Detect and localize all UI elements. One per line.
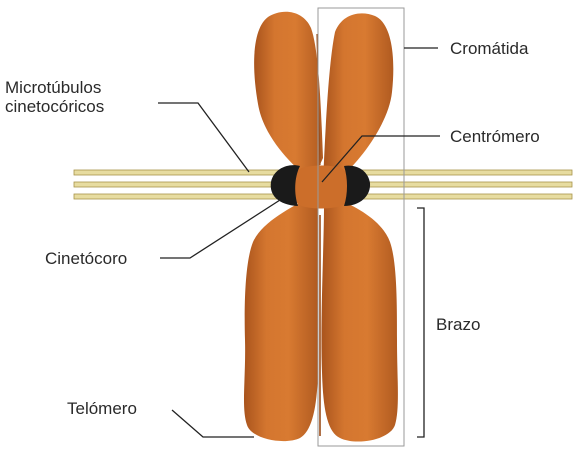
label-microtubules-line1: Microtúbulos [5,78,101,97]
microtubules-right [350,170,572,199]
microtubule-right-3 [350,194,572,199]
centromere [292,166,350,209]
label-centromere: Centrómero [450,127,540,146]
microtubule-left-1 [74,170,284,175]
chromatid-right-upper [323,13,393,182]
telomere-leader [172,410,254,437]
microtubule-right-1 [350,170,572,175]
label-microtubules-line2: cinetocóricos [5,97,104,116]
chromatid-left-upper [254,12,323,182]
microtubule-left-3 [74,194,284,199]
microtubule-right-2 [350,182,572,187]
chromatid-left-lower [244,196,318,441]
label-telomere: Telómero [67,399,137,418]
label-arm: Brazo [436,315,480,334]
label-chromatid: Cromátida [450,39,529,58]
label-kinetochore: Cinetócoro [45,249,127,268]
arm-bracket [417,208,424,437]
microtubules-left [74,170,284,199]
chromatid-right-lower [321,198,397,442]
chromosome [244,12,398,442]
microtubule-left-2 [74,182,284,187]
microtubules-leader [158,103,249,172]
